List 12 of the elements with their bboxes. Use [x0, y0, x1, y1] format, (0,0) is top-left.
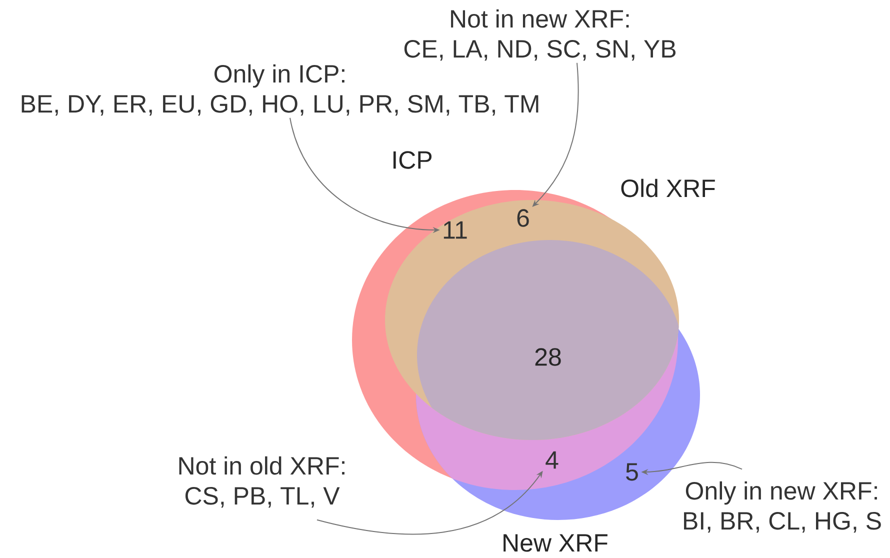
callout-text: Not in new XRF: CE, LA, ND, SC, SN, YB: [404, 9, 676, 61]
region-count: 5: [626, 463, 638, 481]
callout-text: Not in old XRF: CS, PB, TL, V: [179, 456, 344, 508]
region-count: 28: [535, 348, 561, 366]
callout-text: Only in ICP: BE, DY, ER, EU, GD, HO, LU, PR, SM, TB, TM: [22, 64, 538, 116]
callout-text: Only in new XRF: BI, BR, CL, HG, S: [684, 481, 881, 533]
set-label: New XRF: [504, 534, 608, 552]
set-label: ICP: [393, 151, 432, 169]
region-count: 11: [444, 221, 467, 239]
region-count: 4: [546, 451, 558, 469]
region-count: 6: [517, 209, 529, 227]
set-label: Old XRF: [621, 178, 715, 198]
